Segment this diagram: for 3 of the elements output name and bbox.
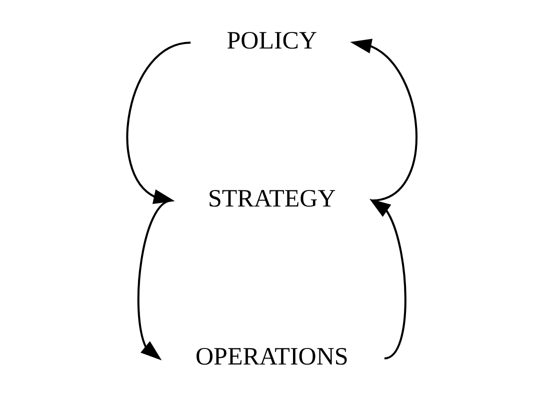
node-text: OPERATIONS	[196, 343, 348, 370]
node-text: POLICY	[226, 28, 318, 55]
node-text: STRATEGY	[208, 185, 336, 212]
